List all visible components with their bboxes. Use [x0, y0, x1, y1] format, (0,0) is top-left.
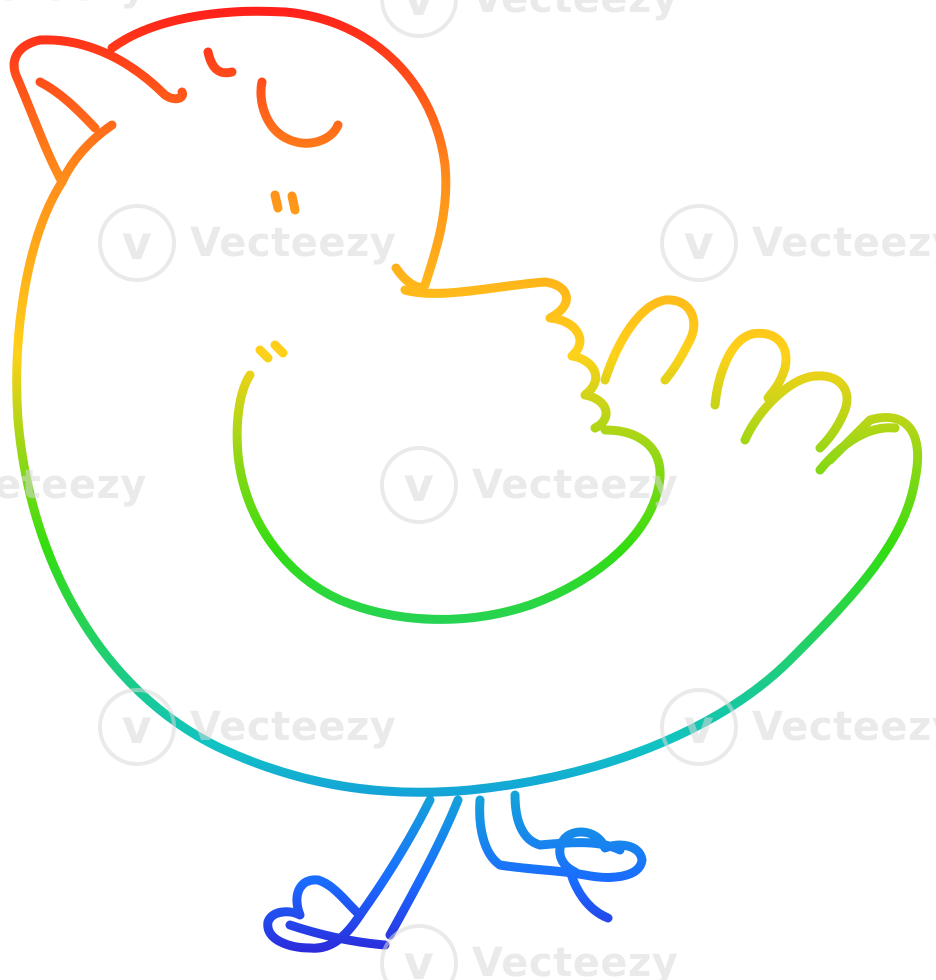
bird-body-outline: [12, 177, 923, 797]
leg-left: [305, 795, 435, 953]
wing-feather-2: [710, 328, 791, 410]
beak-line: [35, 77, 100, 133]
leg-left-inner: [385, 795, 463, 940]
wing-top-edge: [400, 277, 611, 433]
closed-eye: [256, 77, 343, 148]
foot-left-toe: [285, 920, 390, 950]
wing-feather-3: [740, 371, 852, 453]
bird-head-outline: [107, 6, 451, 292]
leg-right: [475, 795, 590, 880]
eyebrow: [203, 47, 237, 78]
wing-mark-2: [270, 340, 288, 358]
wing-feather-4: [815, 423, 900, 475]
beak-bottom: [57, 120, 117, 187]
beak-outline: [9, 35, 187, 187]
cheek-mark-1: [270, 190, 283, 213]
wing-lower-curve: [232, 370, 665, 624]
wing-feather-1: [600, 295, 699, 385]
wing-mark-1: [255, 345, 273, 363]
foot-right-toe: [565, 865, 613, 923]
cheek-mark-2: [287, 191, 300, 215]
foot-right: [555, 827, 647, 882]
foot-left: [263, 875, 365, 953]
